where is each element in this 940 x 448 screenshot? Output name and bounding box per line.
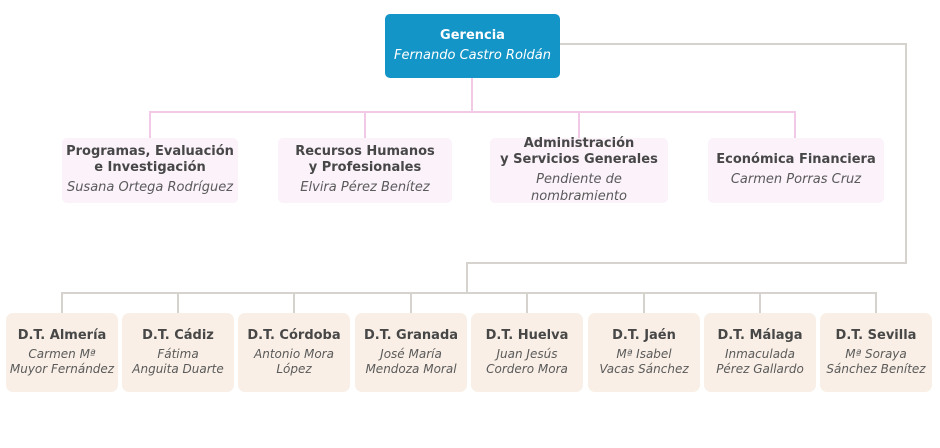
org-node-dt-cordoba: D.T. Córdoba Antonio Mora López [238, 313, 350, 392]
node-person: Inmaculada Pérez Gallardo [716, 346, 804, 377]
node-title: Recursos Humanos y Profesionales [295, 143, 435, 176]
node-title: D.T. Sevilla [835, 327, 917, 343]
node-title: Económica Financiera [716, 152, 876, 168]
org-node-dt-huelva: D.T. Huelva Juan Jesús Cordero Mora [471, 313, 583, 392]
node-title: D.T. Córdoba [247, 327, 341, 343]
connector-level2-drops [364, 112, 580, 140]
org-node-dt-sevilla: D.T. Sevilla Mª Soraya Sánchez Benítez [820, 313, 932, 392]
connector-root-to-level3 [466, 43, 907, 294]
node-person: Mª Isabel Vacas Sánchez [599, 346, 689, 377]
node-person: Susana Ortega Rodríguez [66, 180, 234, 196]
org-node-gerencia: Gerencia Fernando Castro Roldán [385, 14, 560, 78]
node-title: Gerencia [440, 27, 505, 43]
org-node-dt-jaen: D.T. Jaén Mª Isabel Vacas Sánchez [588, 313, 700, 392]
connector-level3-bus [61, 292, 877, 316]
node-title: D.T. Cádiz [142, 327, 214, 343]
node-person: Elvira Pérez Benítez [300, 180, 430, 196]
org-node-dt-malaga: D.T. Málaga Inmaculada Pérez Gallardo [704, 313, 816, 392]
node-person: José María Mendoza Moral [365, 346, 457, 377]
node-title: Administración y Servicios Generales [500, 135, 658, 167]
node-person: Carmen Mª Muyor Fernández [9, 346, 115, 377]
org-node-dt-almeria: D.T. Almería Carmen Mª Muyor Fernández [6, 313, 118, 392]
node-person: Fátima Anguita Duarte [132, 346, 224, 377]
node-person: Fernando Castro Roldán [393, 47, 551, 63]
org-node-programas-evaluacion: Programas, Evaluación e Investigación Su… [62, 138, 238, 203]
org-node-administracion-servicios: Administración y Servicios Generales Pen… [490, 135, 668, 204]
org-node-dt-granada: D.T. Granada José María Mendoza Moral [355, 313, 467, 392]
node-title: D.T. Huelva [485, 327, 569, 343]
node-title: D.T. Granada [363, 327, 459, 343]
node-person: Carmen Porras Cruz [730, 172, 862, 188]
node-title: D.T. Almería [17, 327, 107, 343]
node-person: Juan Jesús Cordero Mora [486, 346, 568, 377]
org-node-economica-financiera: Económica Financiera Carmen Porras Cruz [708, 138, 884, 203]
org-node-dt-cadiz: D.T. Cádiz Fátima Anguita Duarte [122, 313, 234, 392]
connector-level2-bus [149, 111, 796, 140]
node-title: D.T. Málaga [717, 327, 803, 343]
node-person: Pendiente de nombramiento [531, 172, 627, 204]
org-node-recursos-humanos: Recursos Humanos y Profesionales Elvira … [278, 138, 452, 203]
connector-level3-drops [177, 293, 761, 316]
node-title: Programas, Evaluación e Investigación [66, 143, 234, 176]
node-person: Mª Soraya Sánchez Benítez [826, 346, 926, 377]
node-title: D.T. Jaén [612, 327, 676, 343]
node-person: Antonio Mora López [254, 346, 334, 377]
